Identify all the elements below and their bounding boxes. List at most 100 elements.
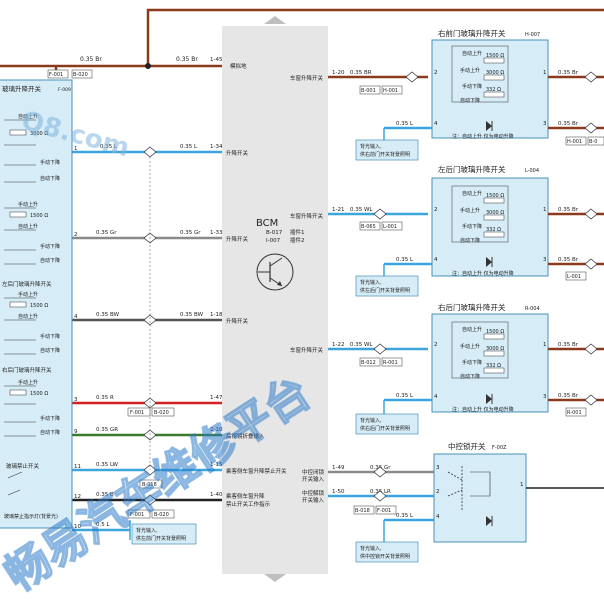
svg-text:11: 11 xyxy=(74,464,81,470)
svg-text:0.35 LW: 0.35 LW xyxy=(96,462,119,468)
svg-text:玻璃禁止指示灯(背景光): 玻璃禁止指示灯(背景光) xyxy=(4,513,58,520)
svg-text:0.35 Br: 0.35 Br xyxy=(558,70,579,76)
svg-text:332 Ω: 332 Ω xyxy=(486,363,501,369)
svg-text:3000 Ω: 3000 Ω xyxy=(30,131,48,137)
svg-text:自动上升: 自动上升 xyxy=(462,190,482,197)
svg-text:3: 3 xyxy=(543,257,547,263)
svg-text:1: 1 xyxy=(543,342,547,348)
svg-text:0.35 WL: 0.35 WL xyxy=(350,342,373,348)
svg-text:手动上升: 手动上升 xyxy=(460,207,480,214)
svg-text:中控解锁: 中控解锁 xyxy=(302,489,325,497)
svg-text:0.35 Br: 0.35 Br xyxy=(558,121,579,127)
svg-text:背光输入,: 背光输入, xyxy=(360,417,382,424)
svg-text:B-020: B-020 xyxy=(154,410,169,416)
svg-text:开关输入: 开关输入 xyxy=(302,475,325,483)
svg-text:注：自动上升 仅为电动升降: 注：自动上升 仅为电动升降 xyxy=(452,133,514,140)
svg-text:手动下降: 手动下降 xyxy=(40,333,60,340)
svg-text:开关输入: 开关输入 xyxy=(302,496,325,504)
svg-text:1-34: 1-34 xyxy=(210,144,223,150)
svg-text:0.35 L: 0.35 L xyxy=(396,393,414,399)
svg-text:1-49: 1-49 xyxy=(332,465,345,471)
svg-text:1-40: 1-40 xyxy=(210,492,223,498)
svg-text:禁止开关工作指示: 禁止开关工作指示 xyxy=(226,500,271,508)
splice-dot xyxy=(145,63,151,69)
svg-text:B-0: B-0 xyxy=(589,139,597,145)
svg-text:0.35 L: 0.35 L xyxy=(100,144,118,150)
svg-text:背光输入,: 背光输入, xyxy=(136,527,158,534)
svg-text:手动上升: 手动上升 xyxy=(18,201,38,208)
svg-text:车窗升降开关: 车窗升降开关 xyxy=(290,212,324,220)
svg-text:左后门玻璃升降开关: 左后门玻璃升降开关 xyxy=(2,280,52,288)
left-splice-labels: F-001 B-020 B-018 F-001 B-020 xyxy=(127,407,175,519)
svg-text:H-001: H-001 xyxy=(383,88,398,94)
svg-text:2: 2 xyxy=(434,70,438,76)
top-wire-label: 0.35 Br xyxy=(176,56,198,63)
svg-text:B-020: B-020 xyxy=(154,512,169,518)
bcm-bottom-arrow xyxy=(264,574,286,582)
svg-text:2: 2 xyxy=(74,232,78,238)
svg-text:F-001: F-001 xyxy=(130,512,144,518)
svg-text:0.35 Gr: 0.35 Gr xyxy=(96,230,117,236)
svg-text:手动下降: 手动下降 xyxy=(40,159,60,166)
svg-text:0.35 WL: 0.35 WL xyxy=(350,207,373,213)
svg-text:1-33: 1-33 xyxy=(210,230,223,236)
bcm-top-arrow xyxy=(264,16,286,24)
top-brown-wire xyxy=(0,8,604,68)
svg-text:B-018: B-018 xyxy=(142,482,157,488)
svg-text:自动下降: 自动下降 xyxy=(40,347,60,354)
svg-text:3: 3 xyxy=(543,121,547,127)
left-panel-items: 自动上升 3000 Ω 手动下降 自动下降 手动上升 1500 Ω 自动上升 手… xyxy=(2,113,60,520)
bcm-conn1-note: 插件1 xyxy=(290,228,305,236)
svg-text:F-001: F-001 xyxy=(130,410,144,416)
svg-text:3000 Ω: 3000 Ω xyxy=(486,346,504,352)
svg-text:模拟地: 模拟地 xyxy=(230,62,247,70)
svg-text:R-001: R-001 xyxy=(383,360,398,366)
svg-text:右前门玻璃升降开关: 右前门玻璃升降开关 xyxy=(438,28,506,38)
svg-text:3000 Ω: 3000 Ω xyxy=(486,210,504,216)
svg-text:1500 Ω: 1500 Ω xyxy=(486,193,504,199)
svg-text:供中控锁开关背景照明: 供中控锁开关背景照明 xyxy=(360,553,410,560)
svg-text:手动下降: 手动下降 xyxy=(40,243,60,250)
svg-text:3: 3 xyxy=(74,397,78,403)
svg-text:1500 Ω: 1500 Ω xyxy=(486,53,504,59)
bcm-conn2: I-007 xyxy=(266,238,281,244)
splice-label-b020: B-020 xyxy=(73,72,88,78)
svg-text:B-065: B-065 xyxy=(361,224,376,230)
svg-text:升降开关: 升降开关 xyxy=(226,235,249,243)
svg-text:注：自动上升 仅为电动升降: 注：自动上升 仅为电动升降 xyxy=(452,406,514,413)
svg-text:4: 4 xyxy=(436,514,440,520)
svg-text:供左前门开关背景照明: 供左前门开关背景照明 xyxy=(136,535,186,542)
svg-text:1-50: 1-50 xyxy=(332,489,345,495)
left-diamonds xyxy=(143,146,157,506)
svg-text:3: 3 xyxy=(543,394,547,400)
svg-text:1: 1 xyxy=(74,146,78,152)
top-wire-label-left: 0.35 Br xyxy=(80,56,102,63)
svg-text:0.35 R: 0.35 R xyxy=(96,395,114,401)
svg-text:0.35 Gr: 0.35 Gr xyxy=(180,230,201,236)
svg-text:0.35 L: 0.35 L xyxy=(396,513,414,519)
svg-text:供右后门开关背景照明: 供右后门开关背景照明 xyxy=(360,425,410,432)
svg-text:10: 10 xyxy=(74,524,81,530)
svg-text:2: 2 xyxy=(434,207,438,213)
svg-text:手动上升: 手动上升 xyxy=(18,291,38,298)
svg-text:F-009: F-009 xyxy=(58,87,71,93)
svg-text:4: 4 xyxy=(434,394,438,400)
svg-text:手动下降: 手动下降 xyxy=(40,415,60,422)
svg-text:0.35 L: 0.35 L xyxy=(396,121,414,127)
svg-text:自动上升: 自动上升 xyxy=(462,50,482,57)
svg-text:3000 Ω: 3000 Ω xyxy=(486,70,504,76)
left-panel-title: 玻璃升降开关 xyxy=(2,84,42,93)
svg-text:自动下降: 自动下降 xyxy=(40,257,60,264)
svg-text:2-10: 2-10 xyxy=(210,427,223,433)
svg-text:B-018: B-018 xyxy=(355,508,370,514)
svg-text:自动下降: 自动下降 xyxy=(40,429,60,436)
svg-text:1-15: 1-15 xyxy=(210,462,223,468)
svg-text:L-004: L-004 xyxy=(525,168,539,174)
svg-text:0.35 L: 0.35 L xyxy=(396,257,414,263)
switch-left-rear: 左后门玻璃升降开关 L-004 自动上升 手动上升 手动下降 自动下降 1500… xyxy=(355,164,604,297)
svg-text:供右前门开关背景照明: 供右前门开关背景照明 xyxy=(360,151,410,158)
svg-text:后视镜折叠输入: 后视镜折叠输入 xyxy=(226,432,265,440)
svg-text:右后门玻璃升降开关: 右后门玻璃升降开关 xyxy=(438,302,506,312)
bcm-conn2-note: 插件2 xyxy=(290,236,305,244)
